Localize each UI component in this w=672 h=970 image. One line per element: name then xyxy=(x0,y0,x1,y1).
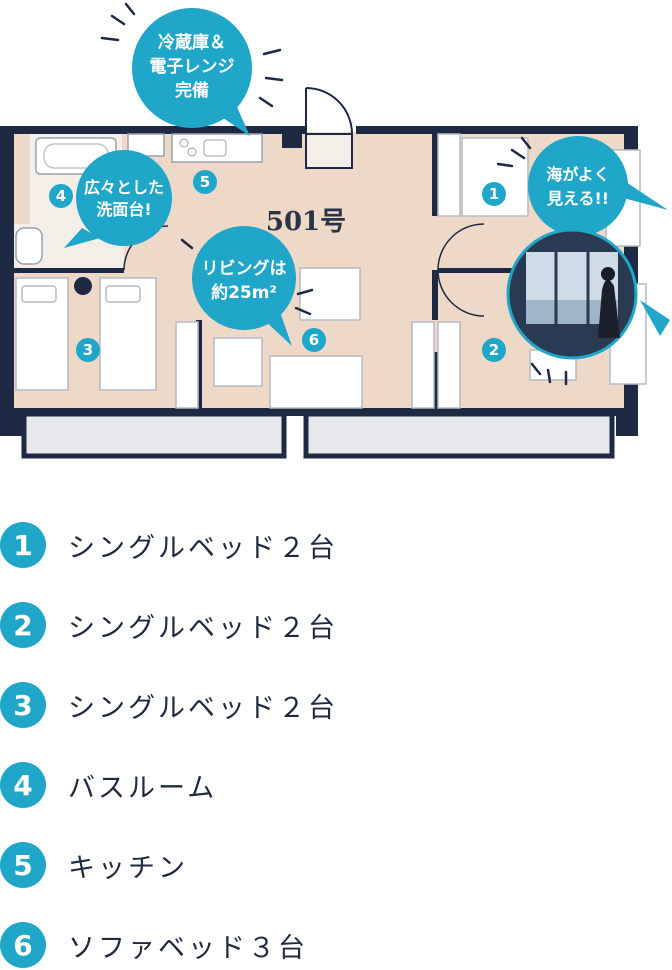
room-number: 501号 xyxy=(266,207,346,237)
beds-room-3 xyxy=(15,277,157,391)
balcony-left xyxy=(21,411,287,459)
legend-label: シングルベッド２台 xyxy=(68,612,338,644)
kitchen-counter xyxy=(127,133,263,163)
balcony-right xyxy=(303,411,615,459)
legend-item: 2 シングルベッド２台 xyxy=(0,600,338,650)
view-bubble: 海がよく 見える!! xyxy=(528,136,668,236)
svg-text:6: 6 xyxy=(309,331,319,349)
svg-text:約25m²: 約25m² xyxy=(211,282,277,303)
sofa-set xyxy=(213,267,363,409)
svg-text:リビングは: リビングは xyxy=(202,258,287,279)
emphasis-ticks xyxy=(100,2,568,386)
marker-1: 1 xyxy=(482,182,506,206)
legend-number: 3 xyxy=(0,682,46,728)
marker-4: 4 xyxy=(49,184,73,208)
marker-3: 3 xyxy=(76,338,100,362)
marker-2: 2 xyxy=(482,338,506,362)
closets xyxy=(175,133,461,409)
kitchen-bubble: 冷蔵庫＆ 電子レンジ 完備 xyxy=(132,8,252,136)
legend-item: 1 シングルベッド２台 xyxy=(0,520,338,570)
legend-item: 3 シングルベッド２台 xyxy=(0,680,338,730)
svg-text:冷蔵庫＆: 冷蔵庫＆ xyxy=(158,32,226,53)
washroom-bubble: 広々とした 洗面台! xyxy=(64,150,172,248)
entrance-door xyxy=(305,87,353,169)
legend-number: 4 xyxy=(0,762,46,808)
svg-text:1: 1 xyxy=(489,185,499,203)
legend-number: 2 xyxy=(0,602,46,648)
legend-item: 5 キッチン xyxy=(0,840,188,890)
legend-item: 4 バスルーム xyxy=(0,760,217,810)
floor-plan: 501号 冷蔵庫＆ 電子レンジ 完備 広々とした 洗面台! リビングは 約25m… xyxy=(0,2,670,459)
svg-text:完備: 完備 xyxy=(175,80,209,101)
svg-text:洗面台!: 洗面台! xyxy=(96,200,151,219)
marker-6: 6 xyxy=(302,328,326,352)
legend-label: シングルベッド２台 xyxy=(68,532,338,564)
ocean-view-photo xyxy=(506,228,670,360)
svg-text:3: 3 xyxy=(83,341,93,359)
marker-5: 5 xyxy=(193,170,217,194)
svg-text:2: 2 xyxy=(489,341,499,359)
legend-label: キッチン xyxy=(68,852,188,884)
svg-text:見える!!: 見える!! xyxy=(546,189,609,208)
svg-text:5: 5 xyxy=(200,173,210,191)
legend-label: バスルーム xyxy=(68,772,218,804)
svg-text:4: 4 xyxy=(56,187,66,205)
legend-label: シングルベッド２台 xyxy=(68,692,338,724)
living-bubble: リビングは 約25m² xyxy=(192,226,296,346)
legend-number: 6 xyxy=(0,922,46,968)
legend-label: ソファベッド３台 xyxy=(68,932,308,964)
legend-number: 5 xyxy=(0,842,46,888)
svg-text:広々とした: 広々とした xyxy=(84,178,164,197)
svg-text:海がよく: 海がよく xyxy=(546,165,609,184)
legend-number: 1 xyxy=(0,522,46,568)
svg-text:電子レンジ: 電子レンジ xyxy=(150,57,235,77)
legend-item: 6 ソファベッド３台 xyxy=(0,920,308,970)
washbasin xyxy=(15,227,43,265)
room-3-lamp xyxy=(74,277,92,295)
